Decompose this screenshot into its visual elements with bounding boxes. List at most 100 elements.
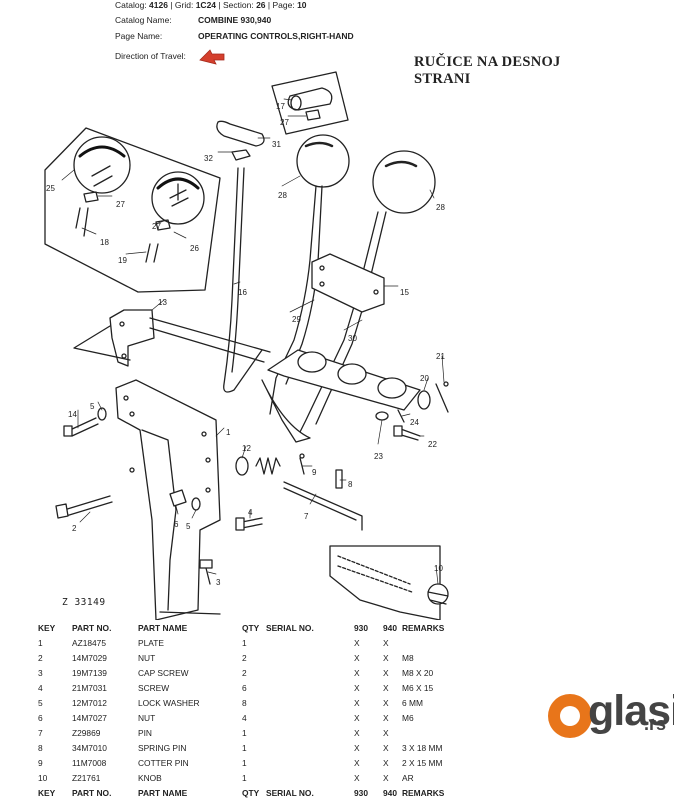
table-cell: 8 [38, 743, 43, 753]
callout-number: 17 [276, 102, 285, 111]
callout-number: 18 [100, 238, 109, 247]
catalog-name-row: Catalog Name: COMBINE 930,940 [115, 15, 271, 26]
table-cell: CAP SCREW [138, 668, 189, 678]
table-cell: 6 MM [402, 698, 423, 708]
table-cell: 8 [242, 698, 247, 708]
table-cell: 14M7027 [72, 713, 107, 723]
callout-number: 10 [434, 564, 443, 573]
callout-number: 5 [90, 402, 95, 411]
table-cell: 1 [242, 758, 247, 768]
callout-number: 28 [436, 203, 445, 212]
table-cell: 11M7008 [72, 758, 107, 768]
callout-number: 4 [248, 508, 253, 517]
table-cell: M8 X 20 [402, 668, 434, 678]
table-cell: X [354, 713, 360, 723]
table-cell: X [383, 728, 389, 738]
table-cell: X [354, 728, 360, 738]
table-cell: X [383, 698, 389, 708]
callout-number: 31 [272, 140, 281, 149]
table-cell: AZ18475 [72, 638, 106, 648]
table-cell [266, 711, 354, 726]
callout-number: 2 [72, 524, 77, 533]
table-row: 10 Z21761 KNOB 1 X X AR [38, 771, 462, 786]
table-cell: 1 [242, 728, 247, 738]
callout-number: 13 [158, 298, 167, 307]
table-cell [266, 681, 354, 696]
callout-number: 3 [216, 578, 221, 587]
table-cell: REMARKS [402, 623, 445, 633]
figure-id: Z 33149 [62, 597, 106, 608]
table-cell: 3 [38, 668, 43, 678]
callout-number: 22 [428, 440, 437, 449]
table-cell: 1 [242, 773, 247, 783]
table-cell: 6 [38, 713, 43, 723]
direction-label: Direction of Travel: [115, 51, 186, 61]
table-cell: X [354, 683, 360, 693]
table-cell [266, 636, 354, 651]
table-cell: 9 [38, 758, 43, 768]
table-cell: 10 [38, 773, 48, 783]
table-cell: 930 [354, 623, 368, 633]
callout-number: 14 [68, 410, 77, 419]
callout-number: 5 [186, 522, 191, 531]
table-cell: PART NAME [138, 623, 188, 633]
table-cell: X [354, 758, 360, 768]
table-cell [266, 726, 354, 741]
table-cell: SCREW [138, 683, 170, 693]
callout-number: 1 [226, 428, 231, 437]
table-cell: QTY [242, 623, 260, 633]
callout-number: 25 [46, 184, 55, 193]
watermark-text: glasi [588, 687, 674, 735]
table-cell [266, 651, 354, 666]
table-cell: Z21761 [72, 773, 101, 783]
callout-number: 27 [116, 200, 125, 209]
table-cell: SERIAL NO. [266, 623, 314, 633]
page-name-label: Page Name: [115, 31, 163, 41]
table-cell: 1 [38, 638, 43, 648]
callout-number: 23 [374, 452, 383, 461]
callout-number: 19 [118, 256, 127, 265]
table-cell: 940 [383, 788, 397, 798]
table-cell: 2 [38, 653, 43, 663]
callout-number: 8 [348, 480, 353, 489]
direction-of-travel-arrow-icon [199, 49, 225, 65]
table-cell: NUT [138, 653, 156, 663]
table-cell: M6 X 15 [402, 683, 434, 693]
table-cell: AR [402, 773, 414, 783]
table-cell [266, 756, 354, 771]
table-cell: 34M7010 [72, 743, 107, 753]
callout-number: 28 [278, 191, 287, 200]
catalog-line: Catalog: 4126 | Grid: 1C24 | Section: 26… [115, 0, 307, 10]
table-cell: X [354, 638, 360, 648]
table-cell: KNOB [138, 773, 162, 783]
logo-o-icon [548, 694, 592, 738]
table-cell: 2 [242, 668, 247, 678]
callout-number: 16 [238, 288, 247, 297]
table-cell: 14M7029 [72, 653, 107, 663]
table-cell: X [383, 683, 389, 693]
table-cell [402, 726, 462, 741]
callout-number: 27 [152, 222, 161, 231]
page-name: OPERATING CONTROLS,RIGHT-HAND [198, 31, 354, 41]
callout-number: 21 [436, 352, 445, 361]
callout-number: 6 [174, 520, 179, 529]
table-cell: M6 [402, 713, 414, 723]
table-cell: X [354, 773, 360, 783]
callout-number: 32 [204, 154, 213, 163]
table-cell: X [354, 743, 360, 753]
table-cell: PART NO. [72, 623, 112, 633]
table-cell: X [354, 653, 360, 663]
table-cell: X [383, 773, 389, 783]
table-cell: X [383, 758, 389, 768]
table-cell: X [383, 743, 389, 753]
table-cell: PART NAME [138, 788, 188, 798]
table-cell: 2 X 15 MM [402, 758, 443, 768]
table-cell: 930 [354, 788, 368, 798]
